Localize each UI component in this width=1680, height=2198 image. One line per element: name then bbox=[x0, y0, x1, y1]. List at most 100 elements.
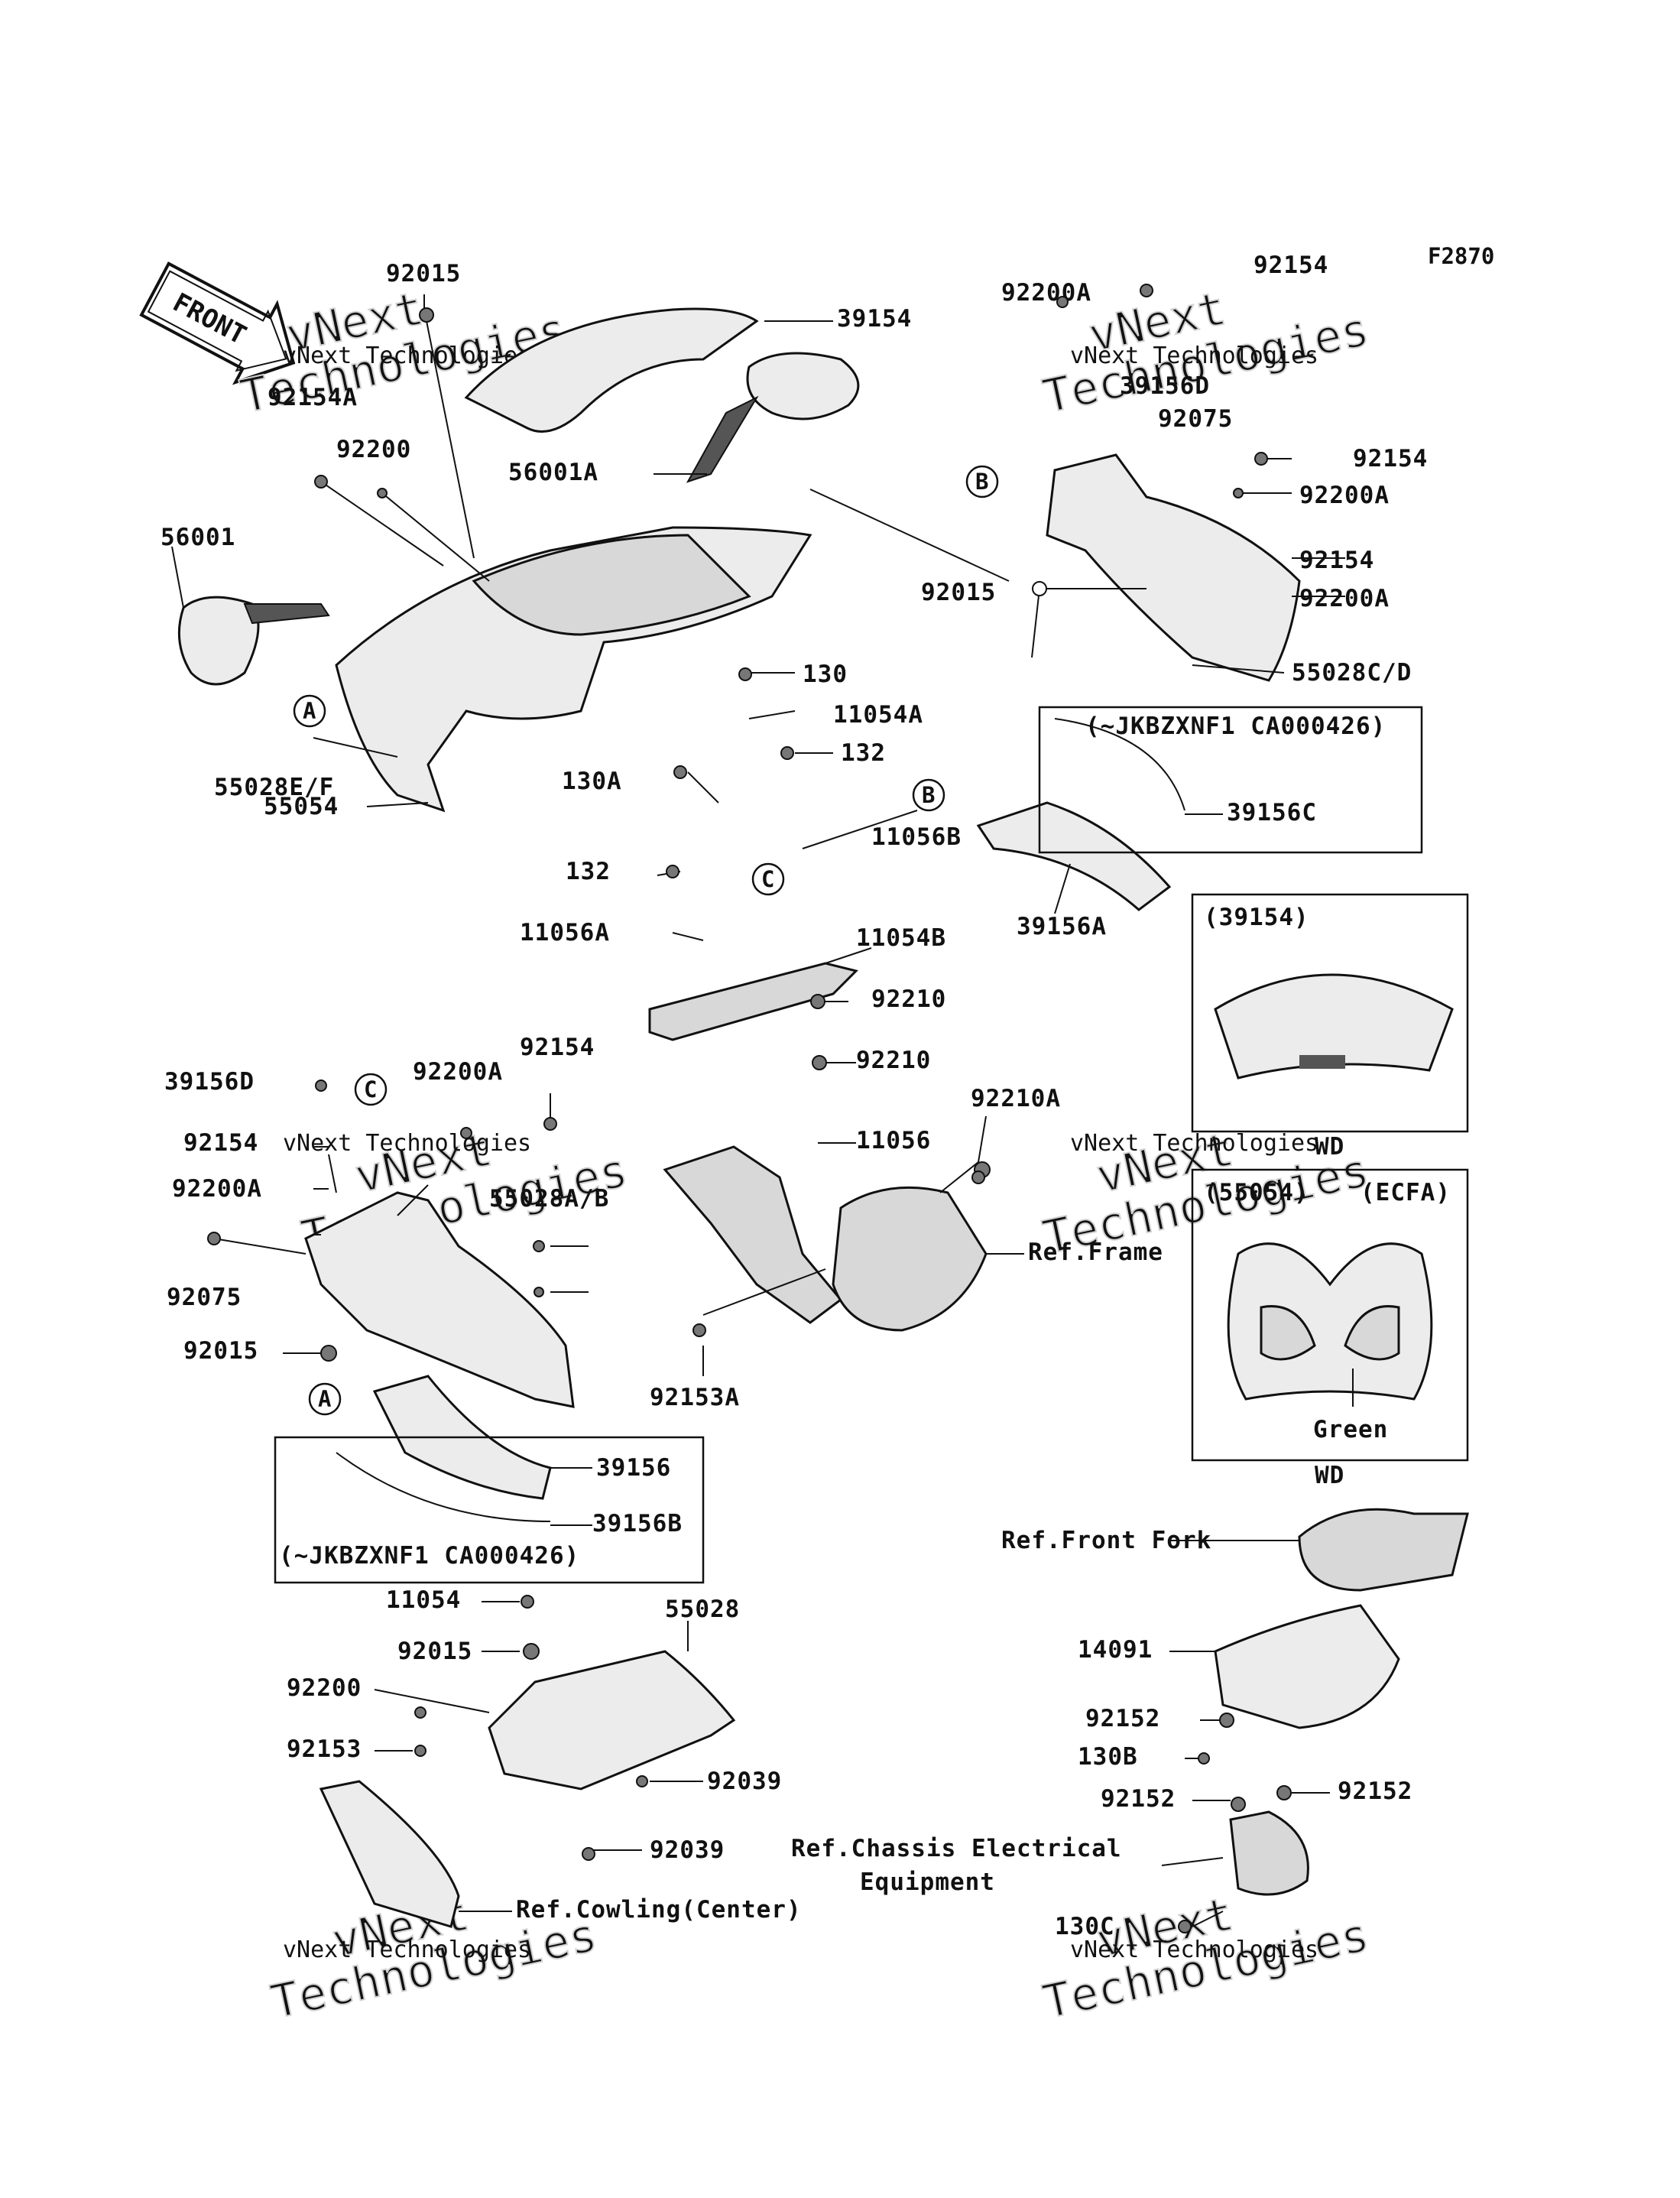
label-92039-lower: 92039 bbox=[650, 1836, 725, 1864]
mirror-stem-right bbox=[686, 395, 759, 483]
brand-badge bbox=[1299, 1055, 1345, 1069]
label-132-top: 132 bbox=[841, 739, 886, 767]
cowl-inset-box bbox=[1191, 1168, 1469, 1462]
svg-text:vNext Technologies: vNext Technologies bbox=[1070, 1937, 1318, 1963]
frame-head bbox=[832, 1186, 988, 1332]
label-56001a: 56001A bbox=[508, 459, 598, 486]
callout-a-top: A bbox=[293, 694, 326, 728]
cowl-inset-color: Green bbox=[1313, 1416, 1388, 1443]
svg-text:vNext Technologies: vNext Technologies bbox=[283, 343, 531, 369]
callout-b-center: B bbox=[912, 778, 945, 812]
label-55028: 55028 bbox=[665, 1596, 740, 1623]
vin-note-top: (~JKBZXNF1 CA000426) bbox=[1085, 713, 1386, 740]
label-92210-upper: 92210 bbox=[871, 985, 946, 1013]
trim-39156c bbox=[1054, 718, 1185, 811]
label-55028ab: 55028A/B bbox=[489, 1185, 609, 1213]
label-92210a: 92210A bbox=[971, 1085, 1061, 1112]
part-labels: 92015 39154 92154A 92200 56001A 56001 55… bbox=[161, 252, 1428, 1940]
label-92200-top: 92200 bbox=[336, 436, 411, 463]
label-92154-top-right: 92154 bbox=[1254, 252, 1328, 279]
cowl-inset-intake-right bbox=[1344, 1305, 1400, 1361]
label-39156c: 39156C bbox=[1227, 799, 1317, 826]
label-92200a-right-2: 92200A bbox=[1299, 585, 1390, 612]
trim-39156a bbox=[976, 801, 1172, 911]
lower-cowl-55028 bbox=[488, 1650, 736, 1791]
label-130: 130 bbox=[803, 661, 848, 688]
cowl-inset-region: (ECFA) bbox=[1361, 1179, 1451, 1206]
svg-text:B: B bbox=[922, 782, 935, 808]
label-92039-upper: 92039 bbox=[707, 1768, 782, 1795]
label-92200a-top-right: 92200A bbox=[1001, 279, 1091, 307]
label-39156d-left: 39156D bbox=[164, 1068, 255, 1096]
label-130a: 130A bbox=[562, 768, 622, 795]
svg-text:C: C bbox=[364, 1076, 377, 1102]
label-11056b: 11056B bbox=[871, 823, 962, 851]
ref-front-fork: Ref.Front Fork bbox=[1001, 1527, 1211, 1554]
windshield-inset-footer: WD bbox=[1315, 1133, 1344, 1161]
mirror-56001 bbox=[177, 596, 260, 686]
svg-text:A: A bbox=[318, 1386, 331, 1412]
label-11054a: 11054A bbox=[833, 701, 923, 729]
windshield-inset-box bbox=[1191, 893, 1469, 1133]
label-92015-left: 92015 bbox=[183, 1337, 258, 1365]
label-92075-top-right: 92075 bbox=[1158, 405, 1233, 433]
callout-c-left: C bbox=[354, 1073, 388, 1106]
label-92154-left: 92154 bbox=[183, 1129, 258, 1157]
front-fork-clamp bbox=[1298, 1508, 1469, 1592]
label-11054: 11054 bbox=[386, 1586, 461, 1614]
label-92015-bottom: 92015 bbox=[397, 1638, 472, 1665]
label-92152-upper: 92152 bbox=[1085, 1705, 1160, 1732]
cover-14091 bbox=[1214, 1604, 1400, 1729]
mirror-stem-left bbox=[243, 603, 330, 625]
label-92015-right: 92015 bbox=[921, 579, 996, 606]
label-39154: 39154 bbox=[837, 305, 912, 333]
label-92075-left: 92075 bbox=[167, 1284, 242, 1311]
vin-note-bottom: (~JKBZXNF1 CA000426) bbox=[279, 1542, 579, 1570]
label-55028ef: 55028E/F bbox=[214, 774, 334, 801]
cowl-inset-title: (55054) bbox=[1204, 1179, 1309, 1206]
label-11056: 11056 bbox=[856, 1127, 931, 1154]
label-92210-lower: 92210 bbox=[856, 1047, 931, 1074]
windshield-inset-shape bbox=[1214, 973, 1454, 1080]
svg-text:vNext Technologies: vNext Technologies bbox=[283, 1937, 531, 1963]
svg-text:A: A bbox=[303, 698, 316, 724]
label-92154-right-2: 92154 bbox=[1299, 547, 1374, 574]
vin-note-box-bottom bbox=[274, 1436, 705, 1584]
label-39156b: 39156B bbox=[592, 1510, 683, 1537]
ref-chassis-electrical: Ref.Chassis Electrical bbox=[791, 1835, 1122, 1862]
label-39156: 39156 bbox=[596, 1454, 671, 1482]
mirror-56001a bbox=[746, 352, 860, 420]
label-56001: 56001 bbox=[161, 524, 235, 551]
label-132-mid: 132 bbox=[566, 858, 611, 885]
svg-text:C: C bbox=[761, 866, 774, 892]
label-92015-top: 92015 bbox=[386, 260, 461, 287]
callout-b-right: B bbox=[965, 465, 999, 498]
label-92153a: 92153A bbox=[650, 1384, 740, 1411]
horn-bracket bbox=[1229, 1810, 1309, 1896]
cowl-inset-intake-left bbox=[1260, 1305, 1316, 1361]
label-92154-right-1: 92154 bbox=[1353, 445, 1428, 472]
label-92153: 92153 bbox=[287, 1735, 362, 1763]
label-14091: 14091 bbox=[1078, 1636, 1153, 1664]
callout-a-bottom: A bbox=[308, 1382, 342, 1416]
label-11056a: 11056A bbox=[520, 919, 610, 946]
label-92200-bottom: 92200 bbox=[287, 1674, 362, 1702]
cowl-inset-footer: WD bbox=[1315, 1462, 1344, 1489]
trim-39156b bbox=[336, 1452, 551, 1522]
ref-frame: Ref.Frame bbox=[1028, 1239, 1163, 1266]
vin-note-box-top bbox=[1038, 706, 1423, 854]
svg-text:vNext Technologies: vNext Technologies bbox=[1070, 343, 1318, 369]
svg-text:vNext Technologies: vNext Technologies bbox=[1070, 1130, 1318, 1157]
fasteners bbox=[207, 284, 1292, 1933]
windshield-inset-title: (39154) bbox=[1204, 904, 1309, 931]
windshield-39154 bbox=[464, 307, 759, 433]
label-55028cd: 55028C/D bbox=[1292, 659, 1412, 687]
diagram-code: F2870 bbox=[1428, 243, 1494, 269]
label-55054: 55054 bbox=[264, 793, 339, 820]
upper-cowl-inner bbox=[472, 534, 751, 636]
label-92152-mid: 92152 bbox=[1101, 1785, 1176, 1813]
ref-cowling-center: Ref.Cowling(Center) bbox=[516, 1896, 802, 1924]
ref-chassis-electrical-equipment: Equipment bbox=[860, 1868, 995, 1896]
label-92200a-mid-left: 92200A bbox=[413, 1058, 503, 1086]
